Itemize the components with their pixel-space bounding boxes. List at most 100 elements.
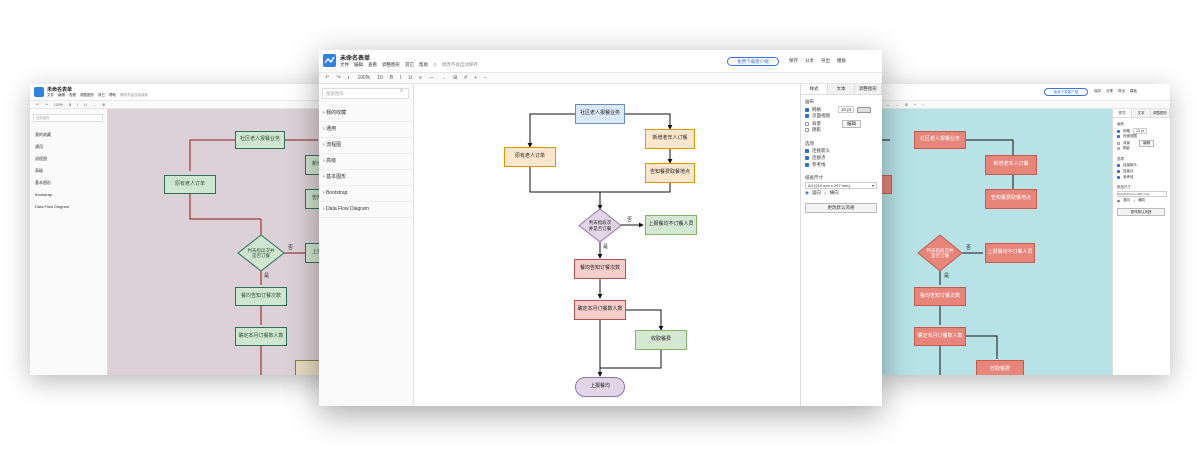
menu-arrange[interactable]: 调整图形 [80, 93, 94, 97]
main-node-decision[interactable]: 判未指段次并是否订餐 [578, 208, 622, 243]
main-node-b[interactable]: 确定本月订餐数人数 [574, 300, 626, 320]
right-node-a[interactable]: 餐均告知订餐次数 [914, 287, 966, 306]
italic-icon[interactable]: I [77, 102, 79, 107]
tab-text[interactable]: 文本 [1132, 109, 1151, 117]
sidebar-item-flowchart[interactable]: 流程图 [35, 156, 47, 161]
export-button[interactable]: 导出 [821, 58, 830, 63]
sidebar-item-general[interactable]: › 通用 [319, 122, 413, 138]
connect-arrows-checkbox[interactable] [805, 149, 809, 153]
main-canvas[interactable]: 社区老人报餐业务 原有老人订单 新增老年人订餐 告知餐费取餐地点 判未指段次并是… [414, 84, 800, 406]
menu-help[interactable]: 帮助 [419, 62, 428, 67]
arrow-icon[interactable]: → [441, 75, 447, 81]
underline-icon[interactable]: U [408, 75, 413, 81]
font-size-value[interactable]: 10 [377, 75, 383, 81]
bold-icon[interactable]: B [389, 75, 394, 81]
sidebar-item-general[interactable]: 通用 [35, 144, 43, 149]
export-button[interactable]: 导出 [1118, 89, 1125, 93]
undo-icon[interactable]: ↶ [325, 75, 330, 81]
main-node-existing-orders[interactable]: 原有老人订单 [504, 147, 556, 167]
tab-style[interactable]: 样式 [1113, 109, 1132, 117]
sidebar-item-advanced[interactable]: › 高级 [319, 154, 413, 170]
format-icon[interactable]: ◐ [347, 75, 351, 81]
line-icon[interactable]: — [429, 75, 435, 81]
redo-icon[interactable]: ↷ [336, 75, 341, 81]
pageview-checkbox[interactable] [1117, 135, 1120, 138]
landscape-radio-icon[interactable]: ○ [823, 190, 827, 196]
sidebar-item-bootstrap[interactable]: Bootstrap [35, 192, 53, 197]
tab-arrange[interactable]: 调整图形 [855, 84, 882, 94]
download-client-pill[interactable]: 免费下载客户端 [1044, 88, 1088, 96]
zoom-value[interactable]: 100% [53, 102, 63, 107]
zoom-in-icon[interactable]: + [913, 102, 916, 107]
shadow-checkbox[interactable] [1117, 147, 1120, 150]
share-button[interactable]: 分享 [805, 58, 814, 63]
edit-background-button[interactable]: 编辑 [1139, 140, 1154, 147]
right-node-start[interactable]: 社区老人报餐业务 [914, 131, 966, 149]
left-node-decision[interactable]: 判未指段次并是否订餐 [237, 234, 285, 272]
main-paper-select[interactable]: A4 (210 mm x 297 mm)▾ [805, 182, 877, 189]
menu-edit[interactable]: 编辑 [354, 62, 363, 67]
left-node-b[interactable]: 确定本月订餐数人数 [235, 327, 287, 346]
right-node-new-orders[interactable]: 新增老年人订餐 [985, 155, 1037, 175]
right-node-decision[interactable]: 判未指段次并是否订餐 [917, 234, 963, 272]
edit-background-button[interactable]: 编辑 [842, 120, 861, 128]
sidebar-item-favorites[interactable]: 我的收藏 [35, 132, 51, 137]
menu-arrange[interactable]: 调整图形 [382, 62, 400, 67]
right-node-reject[interactable]: 上报餐均不订餐人员 [985, 243, 1035, 263]
guides-checkbox[interactable] [805, 163, 809, 167]
underline-icon[interactable]: U [84, 102, 87, 107]
right-node-meal-fee[interactable]: 告知餐费取餐地点 [985, 189, 1037, 209]
main-node-a[interactable]: 餐均告知订餐次数 [574, 259, 626, 279]
sidebar-item-dfd[interactable]: › Data Flow Diagram [319, 202, 413, 218]
main-node-end[interactable]: 上报餐均 [575, 377, 625, 397]
menu-other[interactable]: 其它 [405, 62, 414, 67]
menu-file[interactable]: 文件 [47, 93, 54, 97]
background-checkbox[interactable] [805, 122, 809, 126]
left-node-a[interactable]: 餐均告知订餐次数 [235, 287, 287, 306]
zoom-in-icon[interactable]: + [474, 75, 477, 81]
grid-icon[interactable]: ⊞ [905, 102, 908, 107]
right-node-b[interactable]: 确定本月订餐数人数 [914, 327, 966, 346]
shape-search-input[interactable]: 搜索图形 [322, 88, 409, 99]
grid-size-input[interactable]: 10 pt [838, 106, 855, 113]
zoom-value[interactable]: 100% [357, 75, 371, 81]
main-reset-style-button[interactable]: 更改默认风格 [805, 203, 877, 213]
shape-search-input[interactable]: 搜索图形 [33, 114, 103, 122]
right-reset-style-button[interactable]: 更改默认风格 [1117, 208, 1165, 216]
shadow-checkbox[interactable] [805, 128, 809, 132]
main-node-meal-fee[interactable]: 告知餐费取餐地点 [645, 163, 695, 183]
menu-other[interactable]: 其它 [98, 93, 105, 97]
share-button[interactable]: 分享 [1106, 89, 1113, 93]
right-paper-select[interactable]: A4 (210 mm x 297 mm) [1117, 191, 1167, 197]
sidebar-item-dfd[interactable]: Data Flow Diagram [35, 204, 70, 209]
menu-help[interactable]: 帮助 [109, 93, 116, 97]
menu-file[interactable]: 文件 [340, 62, 349, 67]
grid-checkbox[interactable] [805, 107, 809, 112]
download-client-pill[interactable]: 免费下载客户端 [727, 57, 779, 66]
template-button[interactable]: 模板 [1130, 89, 1137, 93]
template-button[interactable]: 模板 [837, 58, 846, 63]
italic-icon[interactable]: I [400, 75, 402, 81]
sidebar-item-favorites[interactable]: › 我的收藏 [319, 106, 413, 122]
menu-view[interactable]: 查看 [69, 93, 76, 97]
portrait-radio-icon[interactable]: ◉ [1117, 198, 1121, 203]
tab-style[interactable]: 样式 [801, 84, 828, 94]
search-icon[interactable]: ⌕ [400, 88, 404, 94]
bold-icon[interactable]: B [68, 102, 72, 107]
grid-size-input[interactable]: 10 pt [1133, 128, 1147, 134]
table-icon[interactable]: ⊞ [453, 75, 458, 81]
zoom-out-icon[interactable]: − [921, 102, 925, 107]
connect-arrows-checkbox[interactable] [1117, 164, 1120, 167]
sidebar-item-basic[interactable]: 基本图形 [35, 180, 51, 185]
sidebar-item-advanced[interactable]: 高级 [35, 168, 43, 173]
connection-points-checkbox[interactable] [1117, 170, 1120, 173]
portrait-radio-icon[interactable]: ◉ [805, 190, 809, 195]
sidebar-item-flowchart[interactable]: › 流程图 [319, 138, 413, 154]
pageview-checkbox[interactable] [805, 114, 809, 118]
grid-icon[interactable]: # [464, 75, 468, 81]
sidebar-item-bootstrap[interactable]: › Bootstrap [319, 186, 413, 202]
tab-text[interactable]: 文本 [828, 84, 855, 94]
menu-edit[interactable]: 编辑 [58, 93, 65, 97]
background-checkbox[interactable] [1117, 142, 1120, 145]
save-button[interactable]: 保存 [789, 58, 798, 63]
